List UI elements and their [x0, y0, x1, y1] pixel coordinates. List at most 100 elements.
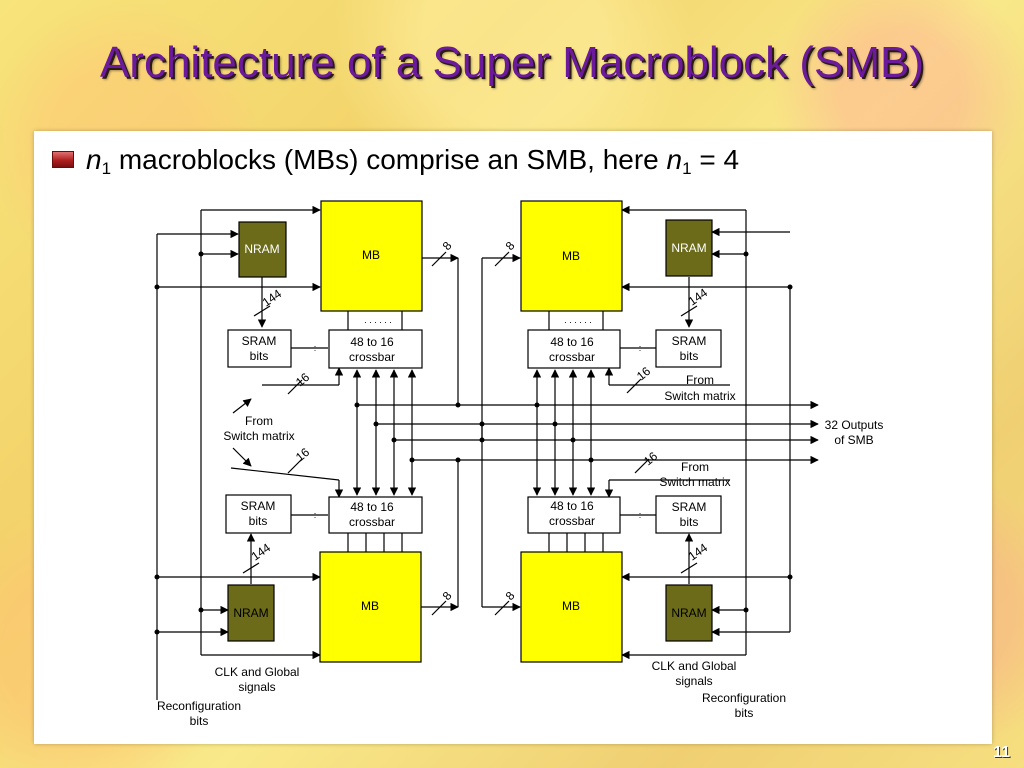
from-switch-label: Switch matrix [659, 475, 730, 489]
junction-dot [479, 437, 485, 443]
wire [232, 398, 252, 414]
crossbar-label: 48 to 16 [550, 499, 594, 513]
from-switch-label: From [245, 414, 273, 428]
sram-label: bits [249, 514, 268, 528]
ellipsis-dots: : [314, 510, 317, 520]
bullet-item: n1 macroblocks (MBs) comprise an SMB, he… [52, 140, 952, 180]
bus-width-label: 8 [503, 589, 518, 603]
nram-label: NRAM [233, 606, 268, 620]
junction-dot [787, 574, 793, 580]
clk-label: CLK and Global [652, 659, 737, 673]
reconf-label: Reconfiguration [157, 699, 241, 713]
junction-dot [409, 457, 415, 463]
mb-block-bl [319, 551, 422, 663]
junction-dot [534, 402, 540, 408]
crossbar-br [527, 496, 621, 534]
sram-label: SRAM [672, 500, 707, 514]
bus-slash [242, 562, 260, 574]
crossbar-label: 48 to 16 [550, 335, 594, 349]
crossbar-label: crossbar [549, 350, 595, 364]
wire [230, 467, 340, 481]
from-switch-label: Switch matrix [664, 389, 735, 403]
nram-block-tr [665, 219, 713, 277]
var-n-sub: 1 [101, 159, 112, 178]
sram-label: bits [680, 349, 699, 363]
bus-slash [494, 251, 510, 267]
from-switch-label: From [681, 460, 709, 474]
junction-dot [787, 284, 793, 290]
sram-block-tl [227, 329, 292, 368]
outputs-label: of SMB [834, 433, 873, 447]
bus-width-label: 16 [634, 364, 653, 384]
junction-dot [154, 629, 160, 635]
bus-slash [431, 251, 447, 267]
junction-dot [455, 402, 461, 408]
bus-width-label: 144 [249, 540, 274, 563]
bus-slash [287, 379, 303, 395]
junction-dot [552, 421, 558, 427]
nram-label: NRAM [671, 606, 706, 620]
slide-title: Architecture of a Super Macroblock (SMB) [99, 38, 925, 87]
ellipsis-dots: : [639, 343, 642, 353]
bus-slash [680, 305, 698, 317]
junction-dot [373, 421, 379, 427]
crossbar-label: crossbar [349, 350, 395, 364]
bus-width-label: 16 [293, 445, 312, 465]
from-switch-label: From [686, 373, 714, 387]
crossbar-label: 48 to 16 [350, 335, 394, 349]
junction-dot [354, 402, 360, 408]
ellipsis-dots: . . . . . . [564, 315, 592, 325]
reconf-label: Reconfiguration [702, 691, 786, 705]
wire [232, 447, 252, 467]
mb-label: MB [361, 599, 379, 613]
junction-dot [455, 457, 461, 463]
junction-dot [154, 284, 160, 290]
mb-block-tr [520, 200, 623, 312]
sram-label: SRAM [242, 334, 277, 348]
bus-slash [431, 600, 447, 616]
mb-block-tl [320, 200, 423, 312]
crossbar-label: crossbar [549, 514, 595, 528]
junction-dot [154, 574, 160, 580]
bus-width-label: 16 [641, 449, 660, 469]
ellipsis-dots: : [314, 343, 317, 353]
crossbar-bl [328, 496, 423, 534]
sram-label: SRAM [241, 499, 276, 513]
junction-dot [391, 437, 397, 443]
from-switch-label: Switch matrix [223, 429, 294, 443]
junction-dot [198, 251, 204, 257]
clk-label: signals [675, 674, 712, 688]
bus-width-label: 8 [440, 589, 455, 603]
junction-dot [479, 421, 485, 427]
nram-label: NRAM [244, 242, 279, 256]
bus-slash [626, 378, 642, 394]
bus-slash [494, 600, 510, 616]
var-n: n [86, 144, 102, 175]
crossbar-label: crossbar [349, 515, 395, 529]
junction-dot [570, 437, 576, 443]
crossbar-label: 48 to 16 [350, 500, 394, 514]
bus-slash [287, 458, 303, 474]
bullet-text-mid: macroblocks (MBs) comprise an SMB, here [111, 144, 667, 175]
var-n2: n [666, 144, 683, 175]
sram-block-tr [655, 329, 722, 368]
outputs-label: 32 Outputs [825, 418, 884, 432]
nram-block-br [665, 584, 713, 642]
ellipsis-dots: . . . . . . [364, 315, 392, 325]
clk-label: CLK and Global [215, 665, 300, 679]
junction-dot [743, 607, 749, 613]
clk-label: signals [238, 680, 275, 694]
mb-label: MB [562, 599, 580, 613]
bus-slash [253, 305, 271, 317]
bullet-text-end: = 4 [691, 144, 740, 175]
bus-slash [680, 562, 698, 574]
sram-block-bl [225, 494, 292, 534]
bullet-marker-icon [52, 151, 74, 169]
junction-dot [743, 251, 749, 257]
content-panel [34, 131, 992, 744]
nram-label: NRAM [671, 241, 706, 255]
sram-label: bits [680, 515, 699, 529]
mb-label: MB [562, 249, 580, 263]
bus-width-label: 8 [440, 239, 455, 253]
